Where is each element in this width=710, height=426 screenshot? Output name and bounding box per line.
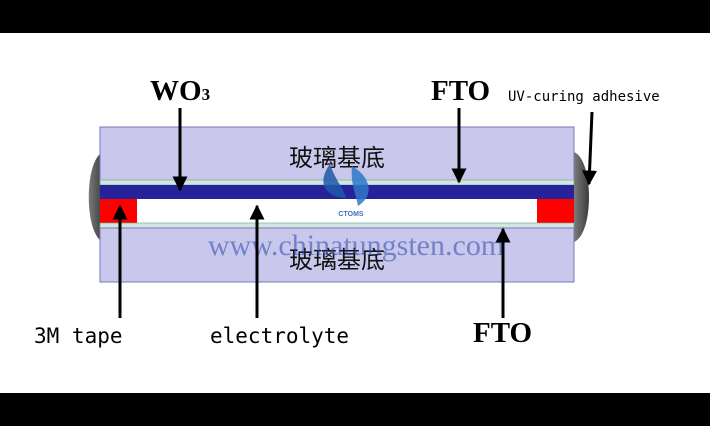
electrolyte-region bbox=[100, 199, 574, 223]
top-frame-bar bbox=[0, 0, 710, 33]
glass-bottom-label: 玻璃基底 bbox=[289, 246, 385, 274]
fto-bottom-label: FTO bbox=[473, 317, 532, 349]
wo3-label: WO3 bbox=[150, 75, 210, 107]
logo-drop-left-icon bbox=[323, 164, 346, 198]
adhesive-left bbox=[88, 152, 103, 242]
glass-top-label: 玻璃基底 bbox=[289, 144, 385, 172]
fto-top-label: FTO bbox=[431, 75, 490, 107]
tape-label: 3M tape bbox=[34, 324, 123, 348]
uv-adhesive-arrow bbox=[582, 111, 598, 186]
electrolyte-label: electrolyte bbox=[210, 324, 349, 348]
tape-right bbox=[537, 199, 574, 223]
ctoms-logo: CTOMS bbox=[323, 164, 369, 218]
logo-text: CTOMS bbox=[338, 211, 363, 218]
bottom-frame-bar bbox=[0, 393, 710, 426]
watermark-url: www.chinatungsten.com bbox=[208, 229, 504, 262]
fto-layer-bottom bbox=[99, 222, 575, 229]
logo-drop-right-icon bbox=[351, 166, 369, 206]
uv-adhesive-label: UV-curing adhesive bbox=[508, 89, 660, 105]
glass-substrate-bottom bbox=[99, 227, 575, 283]
